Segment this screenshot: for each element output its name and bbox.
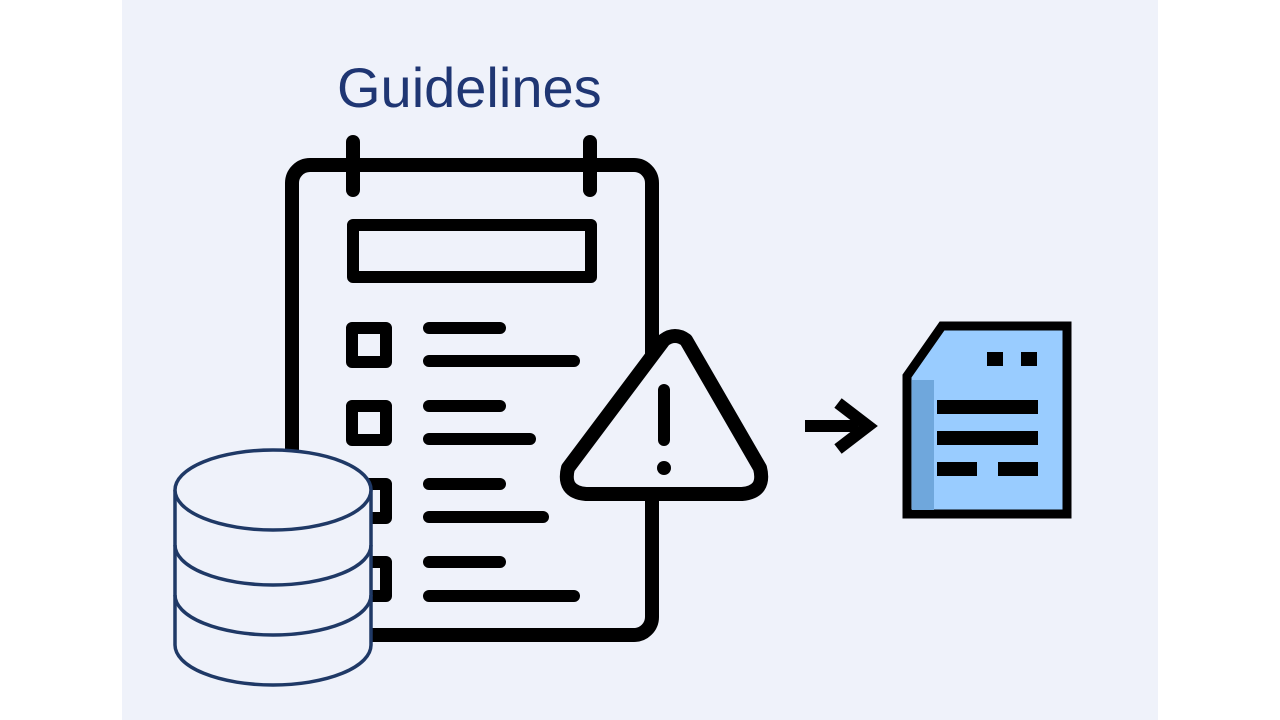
doc-line-3b [998, 462, 1038, 476]
doc-line-1 [937, 400, 1038, 414]
database-ring-1 [173, 544, 373, 587]
database-body [173, 490, 373, 687]
database-top [173, 448, 373, 532]
doc-line-3a [937, 462, 977, 476]
guidelines-title: Guidelines [337, 56, 602, 119]
doc-mark-1 [987, 352, 1003, 366]
database-ring-2 [173, 594, 373, 637]
database-icon [173, 448, 373, 687]
document-fold-shade [912, 380, 934, 510]
doc-mark-2 [1021, 352, 1037, 366]
clipboard-header-box [347, 219, 597, 283]
checkbox-2 [346, 400, 392, 446]
arrow-right-icon [805, 398, 878, 454]
checkbox-1 [346, 322, 392, 368]
warning-icon [559, 329, 769, 501]
warning-exclamation-dot [657, 461, 671, 475]
arrow-head [834, 398, 878, 454]
doc-line-2 [937, 431, 1038, 445]
document-icon [902, 321, 1072, 519]
